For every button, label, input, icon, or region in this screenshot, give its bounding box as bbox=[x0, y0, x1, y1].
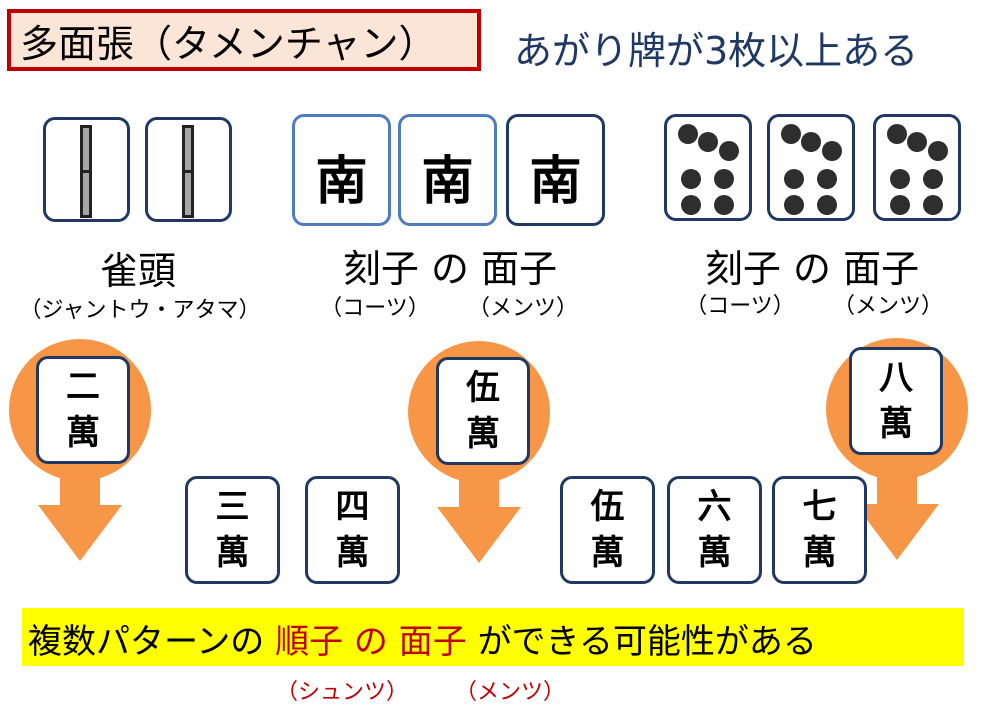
tile-suit: 萬 bbox=[466, 414, 500, 454]
bottom-reading-b: （メンツ） bbox=[455, 680, 566, 705]
bamboo-bar-top-icon bbox=[182, 125, 194, 173]
tile-suit: 萬 bbox=[879, 404, 913, 444]
pin-dot-icon bbox=[719, 141, 739, 161]
pin-set-reading-a: （コーツ） bbox=[685, 294, 795, 319]
pin-dot-icon bbox=[801, 132, 821, 152]
bottom-text-highlight: 順子 の 面子 bbox=[275, 622, 467, 662]
south-kanji: 南 bbox=[529, 151, 582, 212]
bamboo-bar-bottom-icon bbox=[80, 170, 92, 218]
pin-dot-icon bbox=[890, 169, 910, 189]
pin-tile-3 bbox=[873, 114, 961, 221]
pin-dot-icon bbox=[923, 169, 943, 189]
tile-number: 六 bbox=[697, 487, 732, 527]
bamboo-bar-bottom-icon bbox=[182, 170, 194, 218]
wait-tile-5man: 伍 萬 bbox=[436, 357, 530, 465]
pair-label: 雀頭 bbox=[99, 249, 176, 293]
tile-number: 伍 bbox=[466, 368, 500, 408]
south-tile-2: 南 bbox=[398, 114, 497, 226]
bottom-text-before: 複数パターンの bbox=[28, 622, 265, 662]
hand-tile-4man: 四 萬 bbox=[305, 476, 400, 584]
tile-suit: 萬 bbox=[590, 533, 625, 573]
south-tile-1: 南 bbox=[292, 114, 391, 226]
pin-dot-icon bbox=[928, 141, 948, 161]
pair-reading: （ジャントウ・アタマ） bbox=[19, 298, 261, 323]
pin-dot-icon bbox=[784, 169, 804, 189]
pin-tile-2 bbox=[767, 114, 855, 221]
bamboo-bar-top-icon bbox=[80, 125, 92, 173]
pin-dot-icon bbox=[681, 195, 701, 215]
pin-dot-icon bbox=[784, 195, 804, 215]
page-title: 多面張（タメンチャン） bbox=[20, 22, 437, 66]
south-set-label: 刻子 の 面子 bbox=[342, 247, 558, 291]
south-set-reading-b: （メンツ） bbox=[467, 296, 578, 321]
pin-dot-icon bbox=[817, 195, 837, 215]
pin-dot-icon bbox=[714, 195, 734, 215]
pin-dot-icon bbox=[681, 169, 701, 189]
tile-suit: 萬 bbox=[66, 413, 100, 453]
pair-tile-1 bbox=[43, 117, 130, 222]
pin-dot-icon bbox=[698, 132, 718, 152]
south-set-reading-a: （コーツ） bbox=[320, 296, 430, 321]
tile-suit: 萬 bbox=[697, 533, 732, 573]
pin-dot-icon bbox=[678, 124, 698, 144]
tile-suit: 萬 bbox=[335, 533, 370, 573]
south-tile-3: 南 bbox=[506, 114, 605, 226]
pin-set-reading-b: （メンツ） bbox=[832, 294, 943, 319]
pin-dot-icon bbox=[822, 141, 842, 161]
pin-dot-icon bbox=[907, 132, 927, 152]
pin-set-label: 刻子 の 面子 bbox=[704, 247, 920, 291]
tile-number: 七 bbox=[802, 487, 837, 527]
south-kanji: 南 bbox=[421, 151, 474, 212]
wait-tile-8man: 八 萬 bbox=[849, 347, 943, 455]
tile-suit: 萬 bbox=[802, 533, 837, 573]
tile-number: 三 bbox=[215, 487, 250, 527]
subtitle: あがり牌が3枚以上ある bbox=[514, 29, 919, 73]
pin-tile-1 bbox=[664, 114, 752, 221]
tile-suit: 萬 bbox=[215, 533, 250, 573]
title-box bbox=[7, 9, 481, 71]
hand-tile-3man: 三 萬 bbox=[185, 476, 280, 584]
pin-dot-icon bbox=[890, 195, 910, 215]
tile-number: 四 bbox=[335, 487, 370, 527]
tile-number: 八 bbox=[879, 358, 913, 398]
bottom-highlight-bar bbox=[22, 608, 964, 666]
tile-number: 二 bbox=[66, 367, 100, 407]
pin-dot-icon bbox=[714, 169, 734, 189]
pin-dot-icon bbox=[781, 124, 801, 144]
pin-dot-icon bbox=[817, 169, 837, 189]
wait-tile-2man: 二 萬 bbox=[36, 356, 130, 464]
hand-tile-7man: 七 萬 bbox=[772, 476, 867, 584]
hand-tile-6man: 六 萬 bbox=[667, 476, 762, 584]
pin-dot-icon bbox=[923, 195, 943, 215]
south-kanji: 南 bbox=[315, 151, 368, 212]
bottom-text-after: ができる可能性がある bbox=[477, 622, 817, 662]
hand-tile-5man: 伍 萬 bbox=[560, 476, 655, 584]
bottom-sentence: 複数パターンの 順子 の 面子 ができる可能性がある bbox=[28, 614, 817, 663]
pin-dot-icon bbox=[887, 124, 907, 144]
bottom-reading-a: （シュンツ） bbox=[276, 680, 409, 705]
pair-tile-2 bbox=[145, 117, 232, 222]
tile-number: 伍 bbox=[590, 487, 625, 527]
